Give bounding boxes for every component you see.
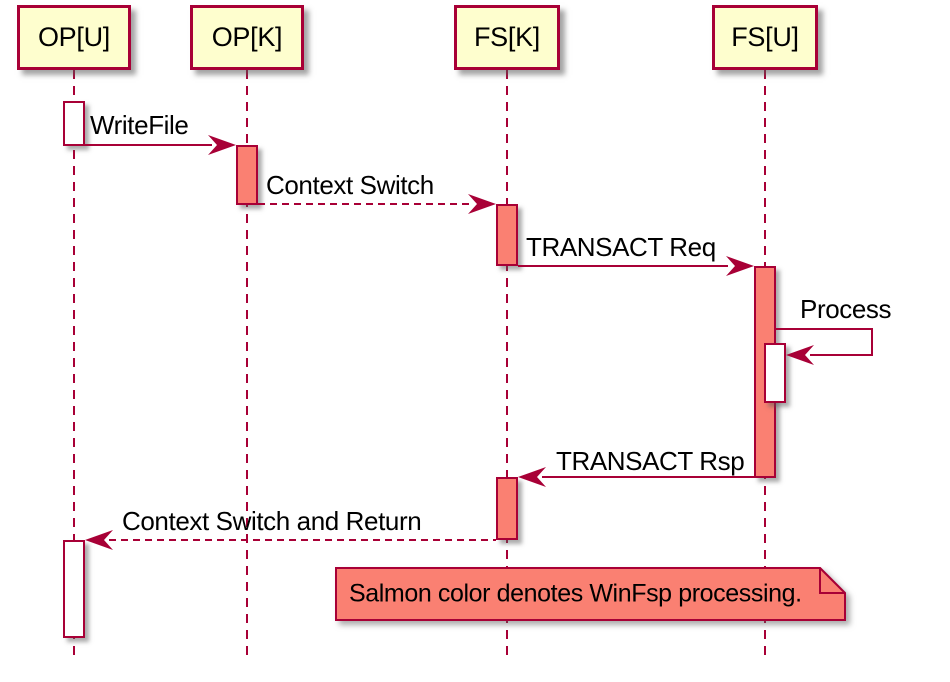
activation-fs-k-1 bbox=[496, 204, 518, 266]
participant-label: FS[U] bbox=[731, 22, 799, 52]
self-message-vertical-line bbox=[871, 328, 873, 356]
arrowhead-left-icon bbox=[518, 467, 546, 487]
activation-fs-u-nested bbox=[764, 343, 786, 403]
message-label-context-switch-return: Context Switch and Return bbox=[122, 506, 422, 536]
note-text: Salmon color denotes WinFsp processing. bbox=[349, 579, 802, 608]
message-label-transact-rsp: TRANSACT Rsp bbox=[556, 446, 745, 476]
message-label-writefile: WriteFile bbox=[90, 110, 189, 140]
message-line-context-switch bbox=[258, 203, 470, 205]
participant-label: OP[K] bbox=[211, 22, 283, 52]
arrowhead-right-icon bbox=[208, 135, 236, 155]
lifeline-op-u bbox=[73, 70, 75, 657]
note-fold-icon bbox=[819, 567, 846, 594]
arrowhead-left-icon bbox=[786, 345, 814, 365]
self-message-bottom-line bbox=[810, 354, 873, 356]
participant-op-k: OP[K] bbox=[190, 5, 304, 70]
lifeline-fs-k bbox=[506, 70, 508, 657]
message-line-transact-rsp bbox=[542, 476, 776, 478]
activation-fs-k-2 bbox=[496, 477, 518, 540]
note-salmon-processing: Salmon color denotes WinFsp processing. bbox=[335, 567, 846, 621]
participant-op-u: OP[U] bbox=[17, 5, 131, 70]
lifeline-op-k bbox=[246, 70, 248, 657]
self-message-top-line bbox=[776, 328, 873, 330]
arrowhead-right-icon bbox=[726, 256, 754, 276]
message-label-process: Process bbox=[800, 294, 892, 324]
participant-label: FS[K] bbox=[473, 22, 540, 52]
activation-op-u-2 bbox=[63, 540, 85, 638]
message-label-context-switch: Context Switch bbox=[266, 170, 434, 200]
message-line-context-switch-return bbox=[109, 539, 496, 541]
message-label-transact-req: TRANSACT Req bbox=[526, 232, 716, 262]
activation-op-u-1 bbox=[63, 101, 85, 146]
arrowhead-right-icon bbox=[468, 194, 496, 214]
activation-op-k bbox=[236, 145, 258, 205]
participant-fs-u: FS[U] bbox=[712, 5, 818, 70]
message-line-transact-req bbox=[518, 265, 728, 267]
participant-label: OP[U] bbox=[37, 22, 110, 52]
note-shape bbox=[335, 567, 846, 621]
participant-fs-k: FS[K] bbox=[454, 5, 560, 70]
arrowhead-left-icon bbox=[85, 530, 113, 550]
message-line-writefile bbox=[85, 144, 212, 146]
